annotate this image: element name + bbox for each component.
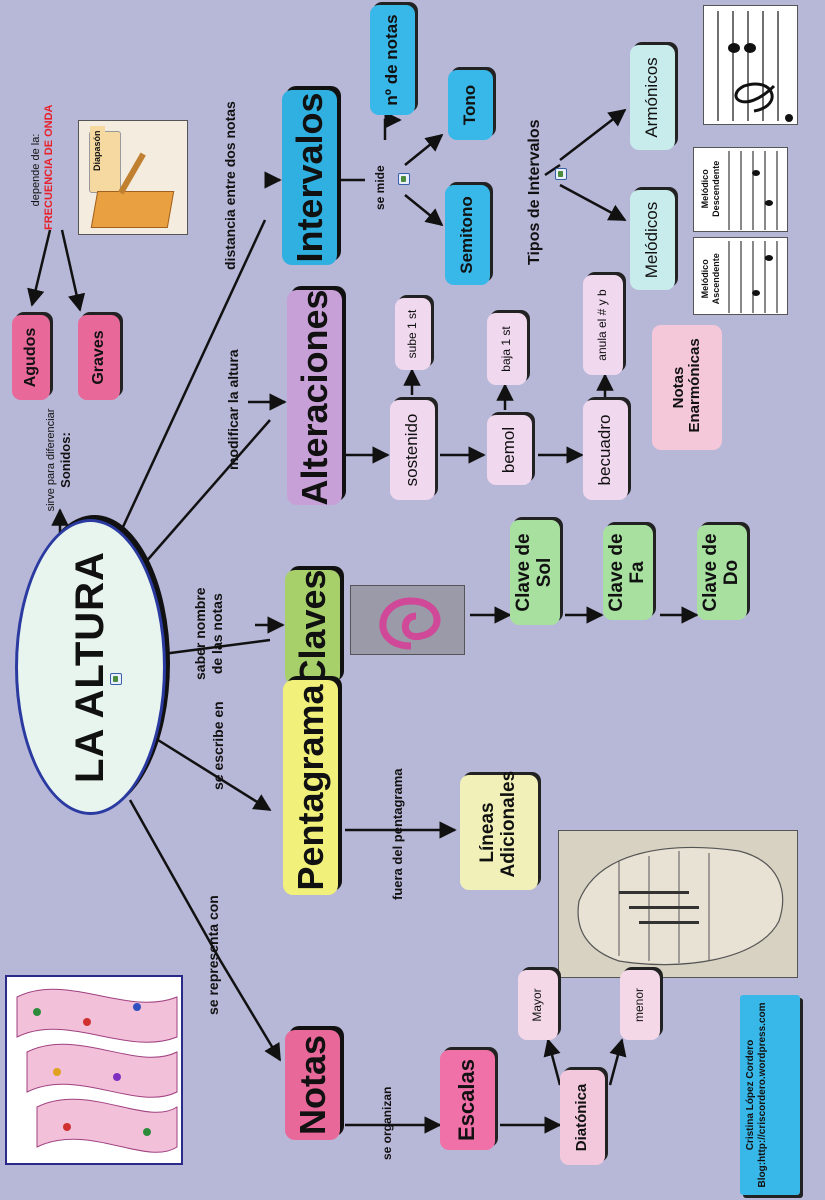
sonidos-label: sirve para diferenciar Sonidos:	[45, 405, 74, 515]
node-anula[interactable]: anula el # y b	[583, 275, 623, 375]
clave-fa-label: Clave de Fa	[606, 533, 648, 612]
mayor-label: Mayor	[530, 988, 545, 1022]
tono-label: Tono	[460, 84, 480, 126]
music-ribbon-image	[5, 975, 183, 1165]
tipos-intervalos-label: Tipos de Intervalos	[526, 119, 543, 265]
melodic-descending-image: Melódico Descendente	[693, 147, 788, 232]
depende-label: depende de la: FRECUENCIA DE ONDA	[30, 104, 56, 231]
escalas-label: Escalas	[454, 1059, 480, 1141]
claves-label: Claves	[291, 569, 333, 686]
link-pentagrama-label: se escribe en	[210, 701, 226, 790]
node-intervalos[interactable]: Intervalos	[282, 90, 337, 265]
node-menor[interactable]: menor	[620, 970, 660, 1040]
bemol-label: bemol	[499, 426, 519, 474]
lineas-label: Líneas Adicionales	[477, 770, 519, 878]
treble-clef-staff-image	[703, 5, 798, 125]
depende-text: depende de la:	[30, 133, 42, 207]
node-bemol[interactable]: bemol	[487, 415, 532, 485]
node-notas[interactable]: Notas	[285, 1030, 340, 1140]
node-armonicos[interactable]: Armónicos	[630, 45, 675, 150]
baja-label: baja 1 st	[499, 326, 514, 372]
credit-author: Cristina López Cordero	[745, 1039, 756, 1151]
claves-link-line2: de las notas	[208, 593, 225, 675]
node-sostenido[interactable]: sostenido	[390, 400, 435, 500]
alteraciones-label: Alteraciones	[293, 289, 335, 506]
credit-box	[740, 995, 800, 1195]
node-lineas-adicionales[interactable]: Líneas Adicionales	[460, 770, 538, 890]
se-mide-icon	[398, 173, 410, 185]
node-mayor[interactable]: Mayor	[518, 970, 558, 1040]
sonidos-label-line1: sirve para diferenciar	[45, 408, 57, 512]
organizan-label: se organizan	[380, 1086, 394, 1160]
node-enarmonicas[interactable]: Notas Enarmónicas	[652, 325, 722, 450]
link-alteraciones-label: modificar la altura	[225, 349, 241, 470]
se-mide-label: se mide	[373, 165, 387, 210]
node-escalas[interactable]: Escalas	[440, 1050, 495, 1150]
node-melodicos[interactable]: Melódicos	[630, 190, 675, 290]
num-notas-label: nº de notas	[382, 14, 402, 106]
clave-do-label: Clave de Do	[700, 533, 742, 612]
main-topic-la-altura[interactable]: LA ALTURA	[15, 519, 166, 815]
sube-label: sube 1 st	[405, 309, 420, 359]
menor-label: menor	[632, 988, 647, 1023]
node-baja[interactable]: baja 1 st	[487, 313, 527, 385]
guidonian-hand-image	[558, 830, 798, 978]
node-alteraciones[interactable]: Alteraciones	[287, 289, 342, 506]
node-clave-sol[interactable]: Clave de Sol	[510, 520, 560, 625]
node-clave-do[interactable]: Clave de Do	[697, 525, 747, 620]
frecuencia-text: FRECUENCIA DE ONDA	[43, 104, 56, 231]
enarmonicas-label: Notas Enarmónicas	[669, 338, 704, 433]
fuera-label: fuera del pentagrama	[390, 768, 405, 901]
agudos-label: Agudos	[22, 327, 40, 388]
node-pentagrama[interactable]: Pentagrama	[283, 680, 338, 895]
node-graves[interactable]: Graves	[78, 315, 120, 400]
node-diatonica[interactable]: Diatónica	[560, 1070, 605, 1165]
node-clave-fa[interactable]: Clave de Fa	[603, 525, 653, 620]
node-semitono[interactable]: Semitono	[445, 185, 490, 285]
diapason-label: Diapasón	[90, 126, 105, 175]
notas-label: Notas	[291, 1034, 333, 1136]
anula-label: anula el # y b	[595, 289, 610, 361]
semitono-label: Semitono	[457, 196, 477, 274]
node-becuadro[interactable]: becuadro	[583, 400, 628, 500]
becuadro-label: becuadro	[595, 414, 615, 486]
armonicos-label: Armónicos	[642, 57, 662, 138]
main-title: LA ALTURA	[68, 551, 112, 783]
pentagrama-label: Pentagrama	[289, 684, 331, 891]
node-agudos[interactable]: Agudos	[12, 315, 50, 400]
node-sube[interactable]: sube 1 st	[395, 298, 431, 370]
intervalos-label: Intervalos	[288, 92, 330, 263]
melodicos-label: Melódicos	[642, 201, 662, 279]
melodic-ascending-image: Melódico Ascendente	[693, 237, 788, 315]
node-claves[interactable]: Claves	[285, 569, 340, 686]
node-num-notas[interactable]: nº de notas	[370, 5, 415, 115]
claves-image	[350, 585, 465, 655]
clave-sol-label: Clave de Sol	[513, 533, 555, 612]
link-notas-label: se representa con	[205, 895, 221, 1015]
diatonica-label: Diatónica	[573, 1083, 591, 1152]
sostenido-label: sostenido	[402, 413, 422, 487]
credit-blog: Blog:http://criscordero.wordpress.com	[757, 1002, 768, 1188]
credit-text: Cristina López Cordero Blog:http://crisc…	[745, 1000, 769, 1190]
graves-label: Graves	[90, 330, 108, 385]
tipos-intervalos-icon	[555, 168, 567, 180]
link-intervalos-label: distancia entre dos notas	[222, 101, 238, 270]
link-claves-label: saber nombre de las notas	[192, 587, 226, 680]
sonidos-label-line2: Sonidos:	[58, 432, 74, 488]
main-topic-icon	[110, 673, 122, 685]
claves-link-line1: saber nombre	[192, 587, 208, 680]
node-tono[interactable]: Tono	[448, 70, 493, 140]
